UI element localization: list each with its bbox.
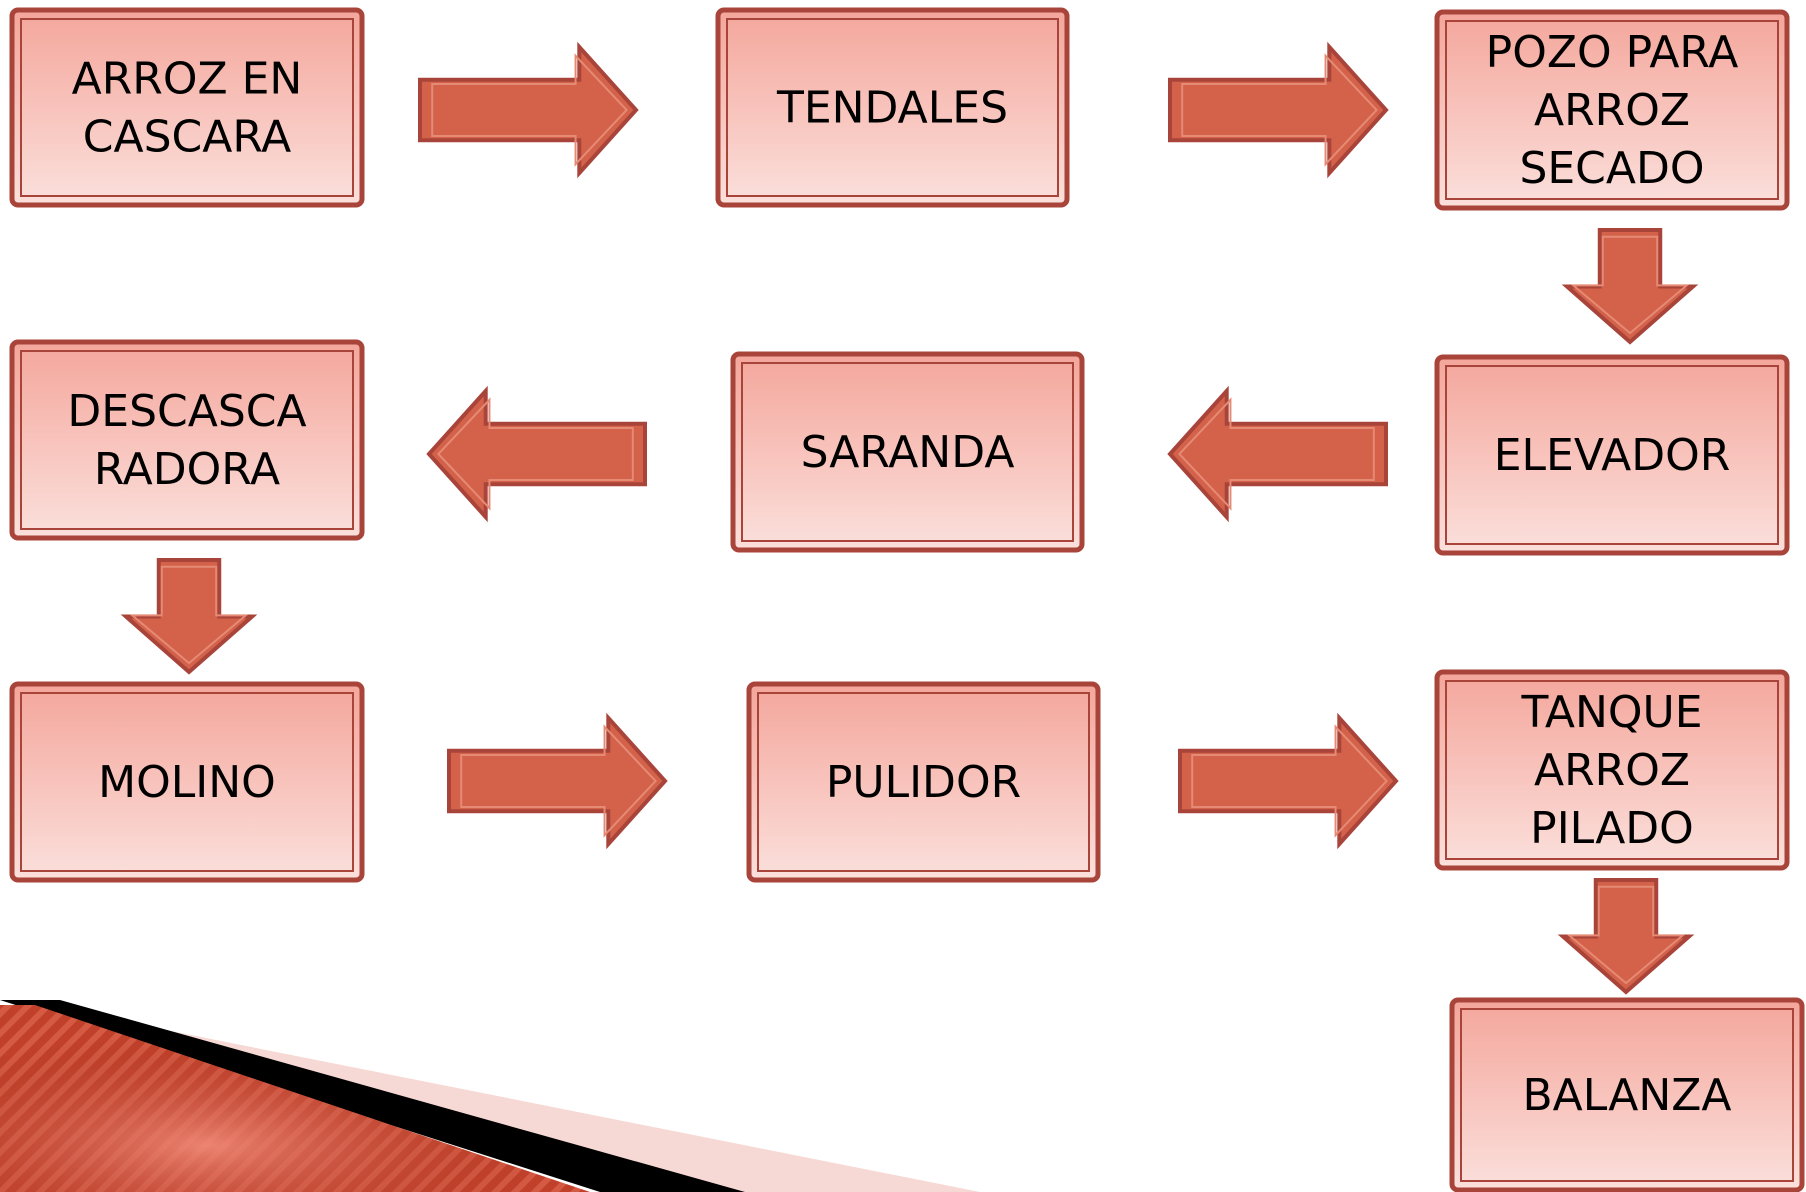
step-label-line: ARROZ: [1534, 85, 1690, 136]
arrow-left-1: [1167, 385, 1388, 523]
step-box-frame: [746, 681, 1101, 883]
step-box-frame: [1434, 9, 1790, 211]
step-box-frame: [730, 351, 1085, 553]
step-box-elevador: ELEVADOR: [1434, 354, 1790, 556]
corner-decoration: [0, 1000, 980, 1192]
arrow-right-icon: [1178, 712, 1399, 850]
arrow-right-1: [418, 41, 639, 179]
arrow-left-icon: [426, 385, 647, 523]
step-box-inner-frame: [726, 18, 1059, 197]
step-box-molino: MOLINO: [9, 681, 365, 883]
step-box-frame: [9, 339, 365, 541]
arrow-right-icon: [418, 41, 639, 179]
arrow-bevel: [1191, 724, 1388, 838]
step-box-inner-frame: [757, 692, 1090, 872]
decor-black-wedge: [0, 1000, 745, 1192]
arrow-left-icon: [1167, 385, 1388, 523]
step-box-arroz-en-cascara: ARROZ EN CASCARA: [9, 7, 365, 208]
step-box-balanza: BALANZA: [1449, 997, 1805, 1192]
step-box-inner-frame: [1445, 20, 1779, 200]
step-label-line: SECADO: [1519, 143, 1704, 194]
step-box-inner-frame: [741, 362, 1074, 542]
arrow-left-2: [426, 385, 647, 523]
step-box-frame: [9, 7, 365, 208]
step-label-line: CASCARA: [83, 112, 291, 163]
step-label-line: BALANZA: [1522, 1070, 1731, 1121]
step-label-line: PULIDOR: [826, 757, 1021, 808]
arrow-bevel: [1570, 235, 1690, 335]
step-box-tendales: TENDALES: [715, 7, 1070, 208]
step-label-line: POZO PARA: [1486, 27, 1739, 78]
arrow-bevel: [437, 397, 634, 511]
step-box-frame: [1449, 997, 1805, 1192]
arrow-bevel: [1181, 53, 1378, 167]
step-box-frame: [715, 7, 1070, 208]
step-label-line: TENDALES: [776, 83, 1008, 134]
step-box-inner-frame: [1445, 365, 1779, 545]
step-label-line: SARANDA: [801, 427, 1015, 478]
arrow-bevel: [1566, 885, 1686, 985]
step-box-inner-frame: [1445, 680, 1779, 860]
arrow-bevel: [1178, 397, 1375, 511]
arrow-right-3: [447, 712, 668, 850]
step-box-descascaradora: DESCASCA RADORA: [9, 339, 365, 541]
step-box-inner-frame: [20, 350, 354, 530]
decor-pink-wedge: [40, 1005, 980, 1192]
arrow-right-4: [1178, 712, 1399, 850]
step-label-line: ARROZ EN: [72, 54, 303, 105]
arrow-down-1: [1561, 228, 1699, 345]
arrow-bevel: [431, 53, 628, 167]
arrows-layer: [120, 41, 1699, 995]
arrow-right-2: [1168, 41, 1389, 179]
step-box-saranda: SARANDA: [730, 351, 1085, 553]
step-label-line: RADORA: [94, 444, 280, 495]
arrow-right-icon: [1168, 41, 1389, 179]
step-box-inner-frame: [1460, 1008, 1794, 1182]
step-box-frame: [9, 681, 365, 883]
step-label-line: ELEVADOR: [1494, 430, 1731, 481]
arrow-down-icon: [1557, 878, 1695, 995]
step-box-frame: [1434, 354, 1790, 556]
step-label-line: TANQUE: [1520, 687, 1702, 738]
step-box-tanque-arroz-pilado: TANQUE ARROZ PILADO: [1434, 669, 1790, 871]
step-label-line: PILADO: [1530, 803, 1694, 854]
step-label-line: MOLINO: [98, 757, 276, 808]
step-box-frame: [1434, 669, 1790, 871]
step-box-inner-frame: [20, 18, 354, 197]
arrow-down-3: [1557, 878, 1695, 995]
step-box-inner-frame: [20, 692, 354, 872]
arrow-bevel: [129, 565, 249, 665]
arrow-bevel: [460, 724, 657, 838]
step-label-line: ARROZ: [1534, 745, 1690, 796]
arrow-right-icon: [447, 712, 668, 850]
step-box-pozo-para-arroz-secado: POZO PARA ARROZ SECADO: [1434, 9, 1790, 211]
arrow-down-icon: [1561, 228, 1699, 345]
step-box-pulidor: PULIDOR: [746, 681, 1101, 883]
arrow-down-2: [120, 558, 258, 675]
decor-red-glow: [0, 1005, 590, 1192]
step-label-line: DESCASCA: [67, 386, 306, 437]
arrow-down-icon: [120, 558, 258, 675]
